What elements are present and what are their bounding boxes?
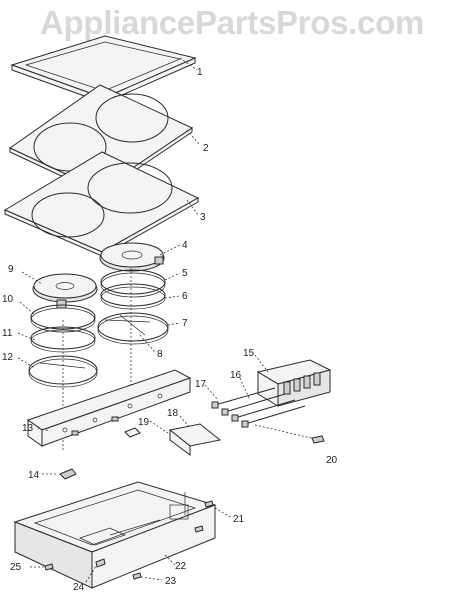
callout-14: 14 bbox=[28, 470, 40, 481]
callout-25: 25 bbox=[10, 562, 22, 573]
part-21-screw bbox=[204, 500, 214, 508]
part-14-clip bbox=[59, 468, 77, 480]
callout-6: 6 bbox=[182, 291, 188, 302]
part-25-clip bbox=[44, 563, 54, 571]
callout-7: 7 bbox=[182, 318, 188, 329]
callout-4: 4 bbox=[182, 240, 188, 251]
leader-lines bbox=[17, 57, 269, 583]
part-20-screw bbox=[311, 435, 325, 444]
part-1-frame bbox=[10, 35, 197, 104]
callout-5: 5 bbox=[182, 268, 188, 279]
callout-11: 11 bbox=[2, 328, 13, 339]
callout-10: 10 bbox=[2, 294, 14, 305]
part-22-base-pan bbox=[13, 481, 217, 589]
part-21-screw bbox=[194, 525, 204, 533]
callout-21: 21 bbox=[233, 514, 245, 525]
callout-17: 17 bbox=[195, 379, 207, 390]
callout-18: 18 bbox=[167, 408, 179, 419]
part-24-clip bbox=[95, 558, 106, 568]
watermark: AppliancePartsPros.com bbox=[39, 4, 425, 41]
callout-20: 20 bbox=[326, 455, 338, 466]
left-burner-stack bbox=[28, 273, 98, 388]
callout-19: 19 bbox=[138, 417, 150, 428]
part-23-screw bbox=[132, 572, 142, 580]
part-16-17-wires bbox=[211, 387, 306, 428]
callout-8: 8 bbox=[157, 349, 163, 360]
part-18-19-bracket bbox=[168, 423, 222, 456]
callout-12: 12 bbox=[2, 352, 14, 363]
clip bbox=[124, 427, 141, 438]
callout-15: 15 bbox=[243, 348, 255, 359]
part-3-glass-top bbox=[3, 151, 200, 257]
callout-22: 22 bbox=[175, 561, 187, 572]
callout-1: 1 bbox=[197, 67, 203, 78]
callout-16: 16 bbox=[230, 370, 242, 381]
part-20-leader bbox=[254, 424, 321, 441]
callout-9: 9 bbox=[8, 264, 14, 275]
callout-13: 13 bbox=[22, 423, 34, 434]
right-burner-stack bbox=[97, 242, 169, 345]
callout-numbers: 1 2 3 4 5 6 7 8 9 10 11 12 13 14 15 16 1… bbox=[2, 67, 338, 593]
callout-23: 23 bbox=[165, 576, 177, 587]
callout-24: 24 bbox=[73, 582, 85, 593]
callout-3: 3 bbox=[200, 212, 206, 223]
part-13-bracket bbox=[26, 369, 192, 447]
callout-2: 2 bbox=[203, 143, 209, 154]
